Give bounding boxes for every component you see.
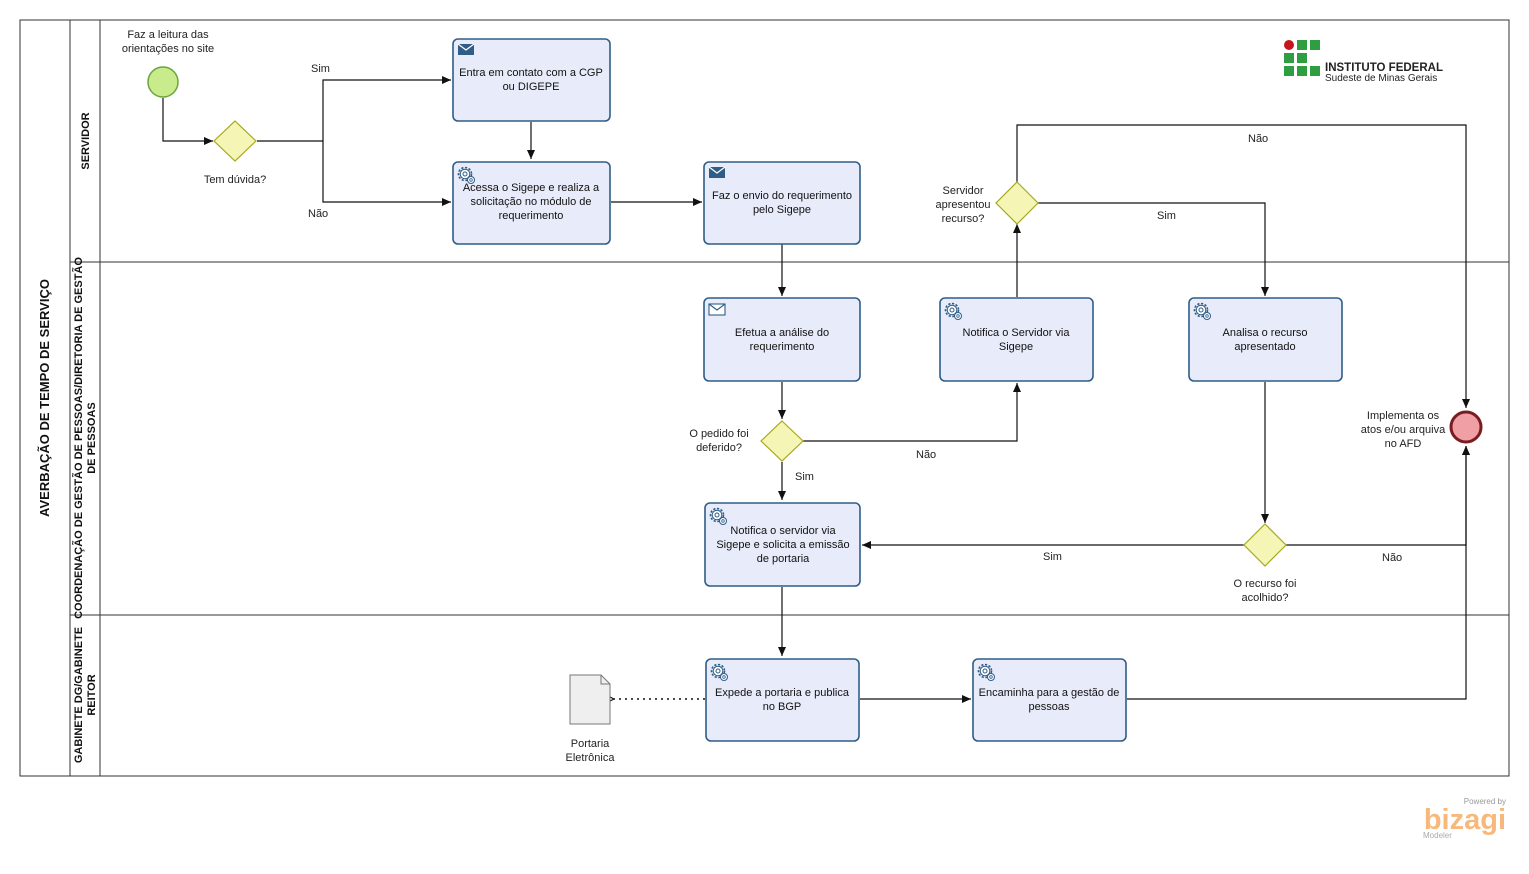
gateway-recurso-acolhido[interactable]	[1243, 523, 1287, 567]
task-label: Encaminha para a gestão de	[979, 687, 1120, 699]
task-label: pelo Sigepe	[753, 204, 811, 216]
logo-red-dot	[1284, 40, 1294, 50]
bizagi-watermark: Powered by bizagi Modeler	[1423, 797, 1506, 840]
lane-title-line: GABINETE DG/GABINETE	[73, 627, 85, 763]
flow-label-sim: Sim	[311, 63, 330, 75]
task-label: Expede a portaria e publica	[715, 687, 850, 699]
flow-label-sim: Sim	[1157, 210, 1176, 222]
lane-title-servidor: SERVIDOR	[80, 112, 92, 169]
task-efetua-analise[interactable]: Efetua a análise do requerimento	[703, 297, 861, 382]
flow-start-to-duvida	[162, 98, 213, 145]
end-event-label: no AFD	[1385, 438, 1422, 450]
task-notifica-servidor[interactable]: Notifica o Servidor via Sigepe	[939, 297, 1094, 382]
gateway-label: acolhido?	[1241, 592, 1288, 604]
task-expede-portaria[interactable]: Expede a portaria e publica no BGP	[705, 658, 860, 742]
gateway-label: O recurso foi	[1234, 578, 1297, 590]
flow-label-nao: Não	[308, 208, 328, 220]
gateway-label: recurso?	[942, 213, 985, 225]
lane-title-line: REITOR	[86, 674, 98, 715]
gateway-pedido-deferido[interactable]	[760, 420, 804, 462]
task-label: solicitação no módulo de	[470, 196, 591, 208]
task-label: Acessa o Sigepe e realiza a	[463, 182, 600, 194]
flow-encaminha-to-end	[1127, 446, 1470, 700]
task-label: Notifica o Servidor via	[963, 327, 1071, 339]
flow-label-nao: Não	[916, 449, 936, 461]
task-analisa-recurso[interactable]: Analisa o recurso apresentado	[1188, 297, 1343, 382]
flow-label-sim: Sim	[1043, 551, 1062, 563]
lane-title-coordenacao: COORDENAÇÃO DE GESTÃO DE PESSOAS/DIRETOR…	[72, 257, 98, 619]
gateway-servidor-recurso[interactable]	[995, 181, 1039, 225]
start-event[interactable]	[147, 66, 179, 98]
flow-duvida-nao	[322, 141, 451, 206]
logo-subtitle: Sudeste de Minas Gerais	[1325, 73, 1437, 84]
flow-label-nao: Não	[1382, 552, 1402, 564]
envelope-icon	[708, 303, 726, 316]
task-entra-em-contato[interactable]: Entra em contato com a CGP ou DIGEPE	[452, 38, 611, 122]
gateway-label: Tem dúvida?	[204, 174, 266, 186]
task-label: Sigepe e solicita a emissão	[716, 539, 849, 551]
lane-title-line: DE PESSOAS	[86, 402, 98, 474]
task-label: de portaria	[757, 553, 810, 565]
artifact-label: Eletrônica	[566, 752, 616, 764]
task-label: no BGP	[763, 701, 802, 713]
task-envio-requerimento[interactable]: Faz o envio do requerimento pelo Sigepe	[703, 161, 861, 245]
task-encaminha-gestao[interactable]: Encaminha para a gestão de pessoas	[972, 658, 1127, 742]
gateway-label: O pedido foi	[689, 428, 748, 440]
task-label: Sigepe	[999, 341, 1033, 353]
gateway-label: Servidor	[943, 185, 984, 197]
pool-frame	[19, 19, 1510, 777]
task-label: requerimento	[750, 341, 815, 353]
watermark-powered: Powered by	[1464, 797, 1506, 806]
logo-name: INSTITUTO FEDERAL	[1325, 62, 1443, 74]
envelope-icon	[708, 166, 726, 179]
document-artifact[interactable]	[569, 674, 611, 725]
end-event[interactable]	[1449, 410, 1483, 444]
task-label: Entra em contato com a CGP	[459, 67, 603, 79]
gateway-tem-duvida[interactable]	[213, 120, 257, 162]
watermark-product: Modeler	[1423, 831, 1452, 840]
lane-title-gabinete: GABINETE DG/GABINETE REITOR	[73, 627, 98, 763]
institute-logo: INSTITUTO FEDERAL Sudeste de Minas Gerai…	[1284, 40, 1443, 84]
start-event-label: Faz a leitura das	[127, 29, 209, 41]
task-label: Faz o envio do requerimento	[712, 190, 852, 202]
task-label: Efetua a análise do	[735, 327, 829, 339]
flow-duvida-sim	[257, 76, 451, 142]
sequence-flows	[162, 76, 1470, 700]
envelope-icon	[457, 43, 475, 56]
task-label: ou DIGEPE	[503, 81, 560, 93]
flow-recurso-nao	[1016, 124, 1470, 408]
end-event-label: Implementa os	[1367, 410, 1440, 422]
pool-title: AVERBAÇÃO DE TEMPO DE SERVIÇO	[37, 279, 52, 517]
task-notifica-portaria[interactable]: Notifica o servidor via Sigepe e solicit…	[704, 502, 861, 587]
task-label: Analisa o recurso	[1223, 327, 1308, 339]
task-acessa-sigepe[interactable]: Acessa o Sigepe e realiza a solicitação …	[452, 161, 611, 245]
flow-recurso-sim	[1038, 202, 1269, 296]
task-label: apresentado	[1234, 341, 1295, 353]
start-event-label: orientações no site	[122, 43, 214, 55]
watermark-brand: bizagi	[1424, 804, 1506, 836]
task-label: requerimento	[499, 210, 564, 222]
flow-label-sim: Sim	[795, 471, 814, 483]
gateway-label: deferido?	[696, 442, 742, 454]
artifact-label: Portaria	[571, 738, 610, 750]
task-label: pessoas	[1029, 701, 1070, 713]
task-label: Notifica o servidor via	[730, 525, 836, 537]
flow-label-nao: Não	[1248, 133, 1268, 145]
end-event-label: atos e/ou arquiva	[1361, 424, 1446, 436]
flow-deferido-nao	[803, 383, 1021, 442]
gateway-label: apresentou	[935, 199, 990, 211]
lane-title-line: COORDENAÇÃO DE GESTÃO DE PESSOAS/DIRETOR…	[72, 257, 85, 619]
